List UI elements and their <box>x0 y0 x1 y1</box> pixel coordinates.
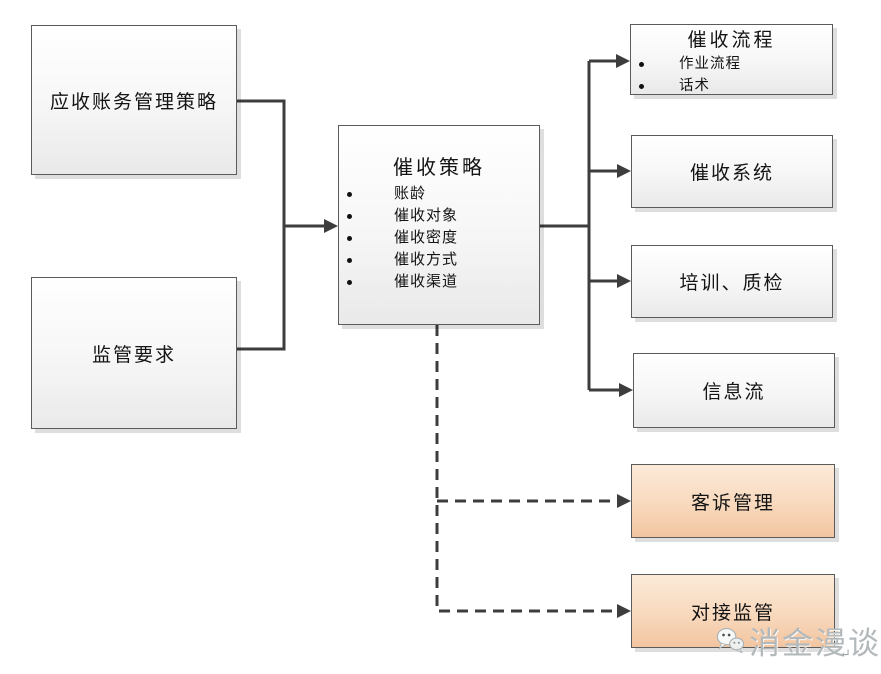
box-label: 监管要求 <box>91 344 176 366</box>
box-label: 应收账务管理策略 <box>49 91 218 113</box>
list-item: 催收方式 <box>339 249 539 271</box>
box-complaint-management: 客诉管理 <box>631 464 835 538</box>
arrowhead-training <box>617 274 631 288</box>
box-collection-strategy: 催收策略 账龄 催收对象 催收密度 催收方式 催收渠道 <box>338 125 540 325</box>
connector-left-merge <box>237 99 286 351</box>
box-label: 信息流 <box>702 382 766 403</box>
list-item: 催收对象 <box>339 205 539 227</box>
box-training-quality-check: 培训、质检 <box>631 245 833 318</box>
arrowhead-system <box>617 164 631 178</box>
box-collection-system: 催收系统 <box>631 135 833 208</box>
watermark-text: 消金漫谈 <box>749 625 881 661</box>
list-item: 作业流程 <box>631 53 832 75</box>
box-information-flow: 信息流 <box>633 353 835 428</box>
box-label: 客诉管理 <box>690 492 775 514</box>
box-label: 催收系统 <box>689 163 774 184</box>
return-mark: ↵ <box>840 646 851 661</box>
box-title: 催收流程 <box>687 30 776 51</box>
list-item: 催收渠道 <box>339 271 539 293</box>
process-bullet-list: 作业流程 话术 <box>631 53 832 97</box>
box-collection-process: 催收流程 作业流程 话术 <box>630 24 833 95</box>
watermark: 消金漫谈 <box>716 610 881 670</box>
arrowhead-infoflow <box>619 383 633 397</box>
list-item: 账龄 <box>339 183 539 205</box>
strategy-bullet-list: 账龄 催收对象 催收密度 催收方式 催收渠道 <box>339 183 539 293</box>
arrowhead-process <box>616 54 630 68</box>
list-item: 催收密度 <box>339 227 539 249</box>
arrowhead-regulator <box>617 604 631 618</box>
box-receivables-management-strategy: 应收账务管理策略 <box>31 25 237 175</box>
box-title: 催收策略 <box>393 157 485 179</box>
arrowhead-strategy <box>324 219 338 233</box>
arrowhead-complaints <box>617 494 631 508</box>
box-label: 培训、质检 <box>679 273 785 294</box>
list-item: 话术 <box>631 75 832 97</box>
chat-bubbles-icon <box>716 628 745 654</box>
box-label: 对接监管 <box>690 602 775 624</box>
box-regulatory-requirements: 监管要求 <box>31 277 237 429</box>
dashed-trunk-to-regulator <box>435 325 617 613</box>
